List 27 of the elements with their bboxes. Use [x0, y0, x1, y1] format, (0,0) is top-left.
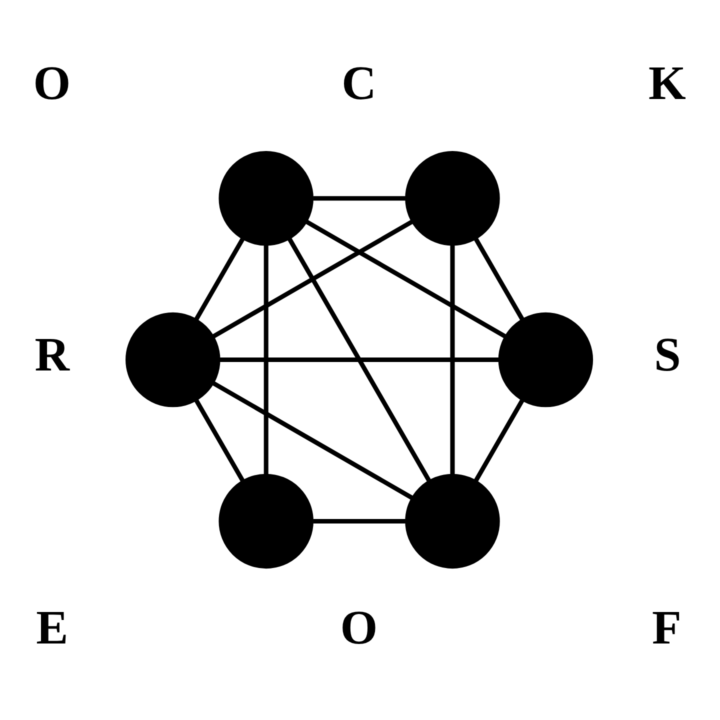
- label: S: [654, 328, 681, 382]
- connector: [194, 237, 245, 320]
- label: E: [36, 601, 68, 654]
- node-circle: [126, 312, 220, 407]
- label: O: [33, 56, 71, 110]
- connector: [450, 244, 455, 474]
- connector: [288, 237, 431, 481]
- node-circle: [218, 150, 314, 246]
- label: O: [340, 601, 378, 654]
- connector: [306, 219, 506, 338]
- connector: [212, 380, 413, 500]
- connector: [194, 398, 245, 482]
- node-circle: [218, 473, 314, 568]
- label: F: [652, 601, 682, 654]
- label: K: [648, 56, 686, 110]
- label: R: [34, 328, 70, 382]
- connector: [264, 244, 268, 474]
- connector: [220, 357, 499, 362]
- connector: [212, 219, 413, 338]
- node-circle: [405, 150, 500, 246]
- connector: [474, 398, 524, 482]
- connector: [474, 237, 524, 320]
- node-circle: [498, 312, 594, 407]
- label: C: [342, 56, 376, 110]
- node-circle: [405, 473, 500, 568]
- connector: [313, 196, 406, 200]
- connector: [313, 518, 406, 523]
